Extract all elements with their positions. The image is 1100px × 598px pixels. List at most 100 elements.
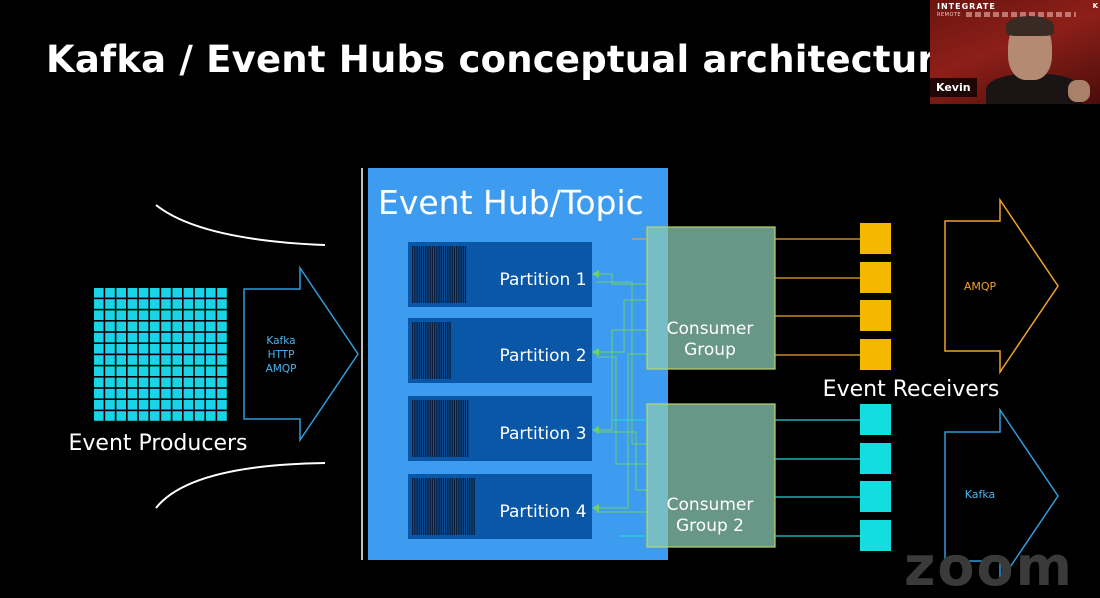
event-bar <box>438 246 440 303</box>
producer-cell <box>183 344 194 354</box>
producer-cell <box>194 288 205 298</box>
partition-1-label: Partition 1 <box>499 270 586 290</box>
event-bar <box>447 478 449 535</box>
producer-cell <box>127 411 138 421</box>
producer-cell <box>150 310 160 320</box>
producer-cell <box>94 344 104 354</box>
producer-cell <box>194 299 205 309</box>
producer-cell <box>194 411 205 421</box>
producer-cell <box>127 377 138 388</box>
producer-cell <box>183 310 194 320</box>
producer-cell <box>127 344 138 354</box>
producer-cell <box>150 400 160 410</box>
producer-cell <box>94 366 104 376</box>
producer-cell <box>138 366 149 376</box>
producer-cell <box>172 400 182 410</box>
event-bar <box>464 478 467 535</box>
producer-cell <box>172 321 182 332</box>
producer-cell <box>105 355 115 365</box>
event-bar <box>447 246 449 303</box>
event-bar <box>440 246 442 303</box>
producer-cell <box>116 400 126 410</box>
event-bar <box>427 400 429 457</box>
producer-cell <box>138 310 149 320</box>
participant-name-tag: Kevin <box>930 78 977 97</box>
event-bar <box>453 478 456 535</box>
producer-cell <box>206 355 216 365</box>
producer-cell <box>206 411 216 421</box>
producer-cell <box>127 388 138 399</box>
event-bar <box>460 400 462 457</box>
event-bar <box>464 246 467 303</box>
producer-cell <box>161 388 171 399</box>
receiver-amqp-1 <box>860 223 891 254</box>
producer-cell <box>150 355 160 365</box>
producer-cell <box>206 377 216 388</box>
event-bar <box>458 400 460 457</box>
producer-cell <box>194 366 205 376</box>
producer-cell <box>150 377 160 388</box>
event-bar <box>414 322 416 379</box>
event-bar <box>445 478 447 535</box>
event-bar <box>462 246 464 303</box>
event-bar <box>458 478 460 535</box>
producer-cell <box>127 366 138 376</box>
receiver-kafka-4 <box>860 520 891 551</box>
producer-cell <box>217 366 227 376</box>
participant-video-tile[interactable]: INTEGRATE REMOTE K Kevin <box>930 0 1100 104</box>
event-bar <box>467 400 469 457</box>
kafka-receiver-lines <box>612 419 860 537</box>
producer-cell <box>183 411 194 421</box>
event-bar <box>436 400 438 457</box>
event-bar <box>429 322 431 379</box>
producer-cell <box>194 355 205 365</box>
event-bar <box>431 478 434 535</box>
event-bar <box>434 478 436 535</box>
producer-cell <box>206 332 216 343</box>
protocol-amqp-out: AMQP <box>964 280 997 293</box>
event-brand-text: INTEGRATE <box>937 2 996 11</box>
event-bar <box>453 400 456 457</box>
zoom-watermark: zoom <box>904 535 1074 598</box>
partition-read-connectors <box>596 273 648 513</box>
kafka-receivers <box>860 404 891 551</box>
event-bar <box>442 400 445 457</box>
event-bar <box>462 478 464 535</box>
producer-cell <box>161 411 171 421</box>
producer-cell <box>161 377 171 388</box>
producer-cell <box>105 400 115 410</box>
protocol-amqp-in: AMQP <box>266 363 297 375</box>
event-bar <box>418 322 420 379</box>
producer-cell <box>161 400 171 410</box>
event-bar <box>447 400 449 457</box>
event-bar <box>456 478 458 535</box>
producer-cell <box>194 377 205 388</box>
receiver-amqp-3 <box>860 300 891 331</box>
event-bar <box>449 478 451 535</box>
producer-cell <box>138 288 149 298</box>
producer-cell <box>161 310 171 320</box>
producer-cell <box>116 388 126 399</box>
protocol-kafka-out: Kafka <box>965 488 996 501</box>
producer-cell <box>116 411 126 421</box>
presenter-hair <box>1006 16 1054 36</box>
event-bar <box>464 400 467 457</box>
receiver-amqp-2 <box>860 262 891 293</box>
producer-cell <box>150 344 160 354</box>
event-bar <box>456 246 458 303</box>
partition-4: Partition 4 <box>408 474 592 539</box>
event-bar <box>449 400 451 457</box>
event-bar <box>418 478 420 535</box>
producer-cell <box>194 344 205 354</box>
event-bar <box>469 478 471 535</box>
producer-cell <box>94 288 104 298</box>
event-bar <box>458 246 460 303</box>
producer-cell <box>138 411 149 421</box>
consumer-group-2-box <box>646 403 776 548</box>
producer-cell <box>150 288 160 298</box>
producer-cell <box>217 288 227 298</box>
partition-2: Partition 2 <box>408 318 592 383</box>
event-bar <box>449 246 451 303</box>
event-producers-label: Event Producers <box>69 431 248 456</box>
producer-cell <box>206 321 216 332</box>
